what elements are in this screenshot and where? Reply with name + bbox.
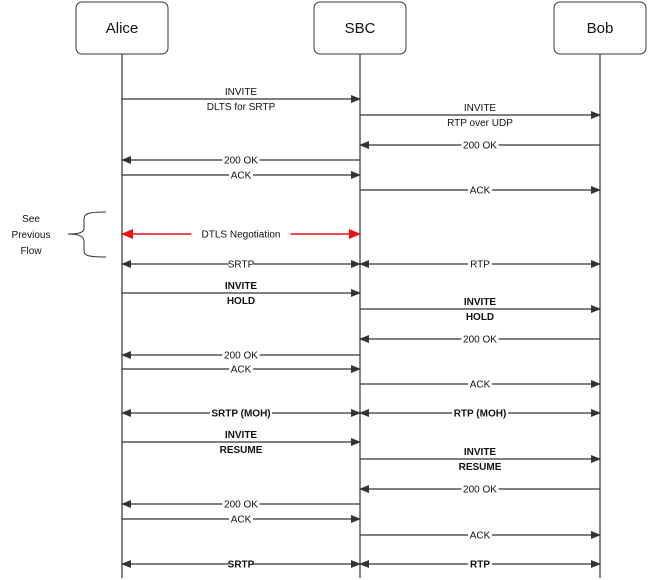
message-4: 200 OK [121,154,360,167]
message-5: ACK [122,169,361,182]
message-label: DTLS Negotiation [202,230,281,241]
message-label: 200 OK [463,141,497,152]
message-label-bg [228,294,254,307]
message-label: HOLD [227,296,255,307]
message-label-bg [200,100,282,113]
actor-alice: Alice [75,1,169,55]
message-label: ACK [231,365,252,376]
message-label-bg [461,460,499,473]
message-label: RTP (MOH) [454,409,507,420]
message-label-bg [468,378,492,390]
message-label-bg [191,228,291,240]
message-label: RTP [470,260,490,271]
message-14: ACK [122,363,361,376]
message-9: RTP [359,258,601,271]
message-20: 200 OK [359,483,600,496]
message-label-bg [467,310,493,323]
message-label-bg [229,363,253,375]
note-line-2: Previous [12,230,51,241]
message-label: 200 OK [224,500,258,511]
message-label-bg [461,139,499,151]
note-brace [67,211,107,258]
message-label: ACK [231,515,252,526]
message-label: INVITE [464,103,497,114]
message-label: RESUME [459,462,502,473]
actor-alice-label: Alice [106,20,139,37]
message-label-bg [228,258,254,270]
message-label: ACK [231,171,252,182]
message-13: 200 OK [121,349,360,362]
note-line-3: Flow [20,246,42,257]
message-label-bg [468,258,492,270]
message-7: DTLS Negotiation [121,228,361,241]
message-8: SRTP [121,258,361,271]
message-label: INVITE [225,87,258,98]
message-label: SRTP [228,260,255,271]
message-list: INVITE DLTS for SRTP INVITE RTP over UDP 200… [121,87,601,571]
message-19: INVITE RESUME [360,447,601,473]
message-label: RESUME [220,445,263,456]
message-label-bg [229,513,253,525]
message-label: 200 OK [463,335,497,346]
message-label-bg [222,349,260,361]
message-label: 200 OK [463,485,497,496]
actor-bob-label: Bob [587,20,614,37]
message-3: 200 OK [359,139,600,152]
message-label: SRTP (MOH) [211,409,270,420]
message-label-bg [210,407,272,419]
actor-sbc: SBC [313,1,407,55]
message-label-bg [452,407,508,419]
message-label: 200 OK [224,351,258,362]
message-18: INVITE RESUME [122,430,361,456]
message-2: INVITE RTP over UDP [360,103,601,129]
message-15: ACK [360,378,601,391]
message-label-bg [468,558,492,570]
message-label-bg [468,184,492,196]
message-label: SRTP [228,560,255,571]
message-label-bg [222,498,260,510]
message-11: INVITE HOLD [360,297,601,323]
message-label: 200 OK [224,156,258,167]
previous-flow-note: See Previous Flow [12,211,107,258]
message-label: INVITE [464,447,497,458]
message-6: ACK [360,184,601,197]
message-label: ACK [470,380,491,391]
message-label: INVITE [464,297,497,308]
message-12: 200 OK [359,333,600,346]
message-1: INVITE DLTS for SRTP [122,87,361,113]
message-label-bg [461,333,499,345]
message-label-bg [222,154,260,166]
message-label-bg [222,443,260,456]
actor-sbc-label: SBC [345,20,376,37]
message-label: ACK [470,531,491,542]
message-label: RTP over UDP [447,118,513,129]
message-label: INVITE [225,430,258,441]
message-label-bg [229,169,253,181]
message-21: 200 OK [121,498,360,511]
message-24: SRTP [121,558,361,571]
note-line-1: See [22,214,40,225]
message-label-bg [442,116,518,129]
actor-bob: Bob [553,1,647,55]
message-16: SRTP (MOH) [121,407,361,420]
message-label: HOLD [466,312,494,323]
message-label: RTP [470,560,490,571]
message-label-bg [461,483,499,495]
message-17: RTP (MOH) [359,407,601,420]
message-label: INVITE [225,281,258,292]
message-label: ACK [470,186,491,197]
message-23: ACK [360,529,601,542]
message-label-bg [228,558,254,570]
message-22: ACK [122,513,361,526]
message-label: DLTS for SRTP [207,102,276,113]
message-10: INVITE HOLD [122,281,361,307]
message-label-bg [468,529,492,541]
message-25: RTP [359,558,601,571]
